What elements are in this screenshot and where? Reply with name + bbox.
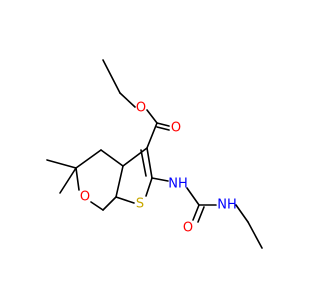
bond-urea-co-2 — [197, 206, 205, 223]
bond-c3a-c7a — [115, 165, 124, 198]
thiophene-sulfur-label: S — [136, 197, 144, 212]
ester-oxygen-label: O — [136, 101, 146, 116]
bond-c3-c2 — [146, 147, 153, 179]
bond-methyl-2 — [59, 167, 77, 194]
bond-ethyl-1 — [102, 59, 121, 94]
bond-s-c2 — [145, 177, 153, 197]
bond-ester-c-ring — [146, 122, 158, 149]
bond-c3-c2-double — [140, 149, 147, 177]
urea-carbonyl-oxygen-label: O — [183, 221, 193, 236]
bond-carbonyl-2 — [156, 126, 170, 131]
bond-ester-o-c — [146, 109, 158, 124]
bond-c5-o — [75, 167, 80, 191]
bond-c7-c7a — [102, 196, 117, 211]
bond-urea-co-1 — [192, 204, 200, 221]
bond-carbonyl-1 — [156, 122, 170, 127]
bond-nh-ethyl-2 — [247, 221, 263, 249]
molecule-structure: O O O S NH NH O — [46, 59, 263, 249]
amine-nh-label: NH — [168, 177, 188, 192]
bond-nh-c — [186, 187, 200, 206]
bond-c2-nh — [151, 177, 169, 182]
bond-c3a-c4 — [100, 149, 124, 167]
amide-nh-label: NH — [217, 198, 237, 213]
bond-c7a-s — [115, 196, 135, 204]
ring-oxygen-label: O — [80, 190, 90, 205]
bond-o-c7 — [90, 201, 104, 211]
bond-c4-c5 — [75, 149, 102, 169]
bond-methyl-1 — [46, 159, 77, 169]
bond-c3-c3a — [122, 147, 148, 167]
bond-nh-ethyl-1 — [235, 204, 249, 223]
bond-ethyl-2 — [119, 92, 136, 108]
ester-carbonyl-oxygen-label: O — [171, 121, 181, 136]
